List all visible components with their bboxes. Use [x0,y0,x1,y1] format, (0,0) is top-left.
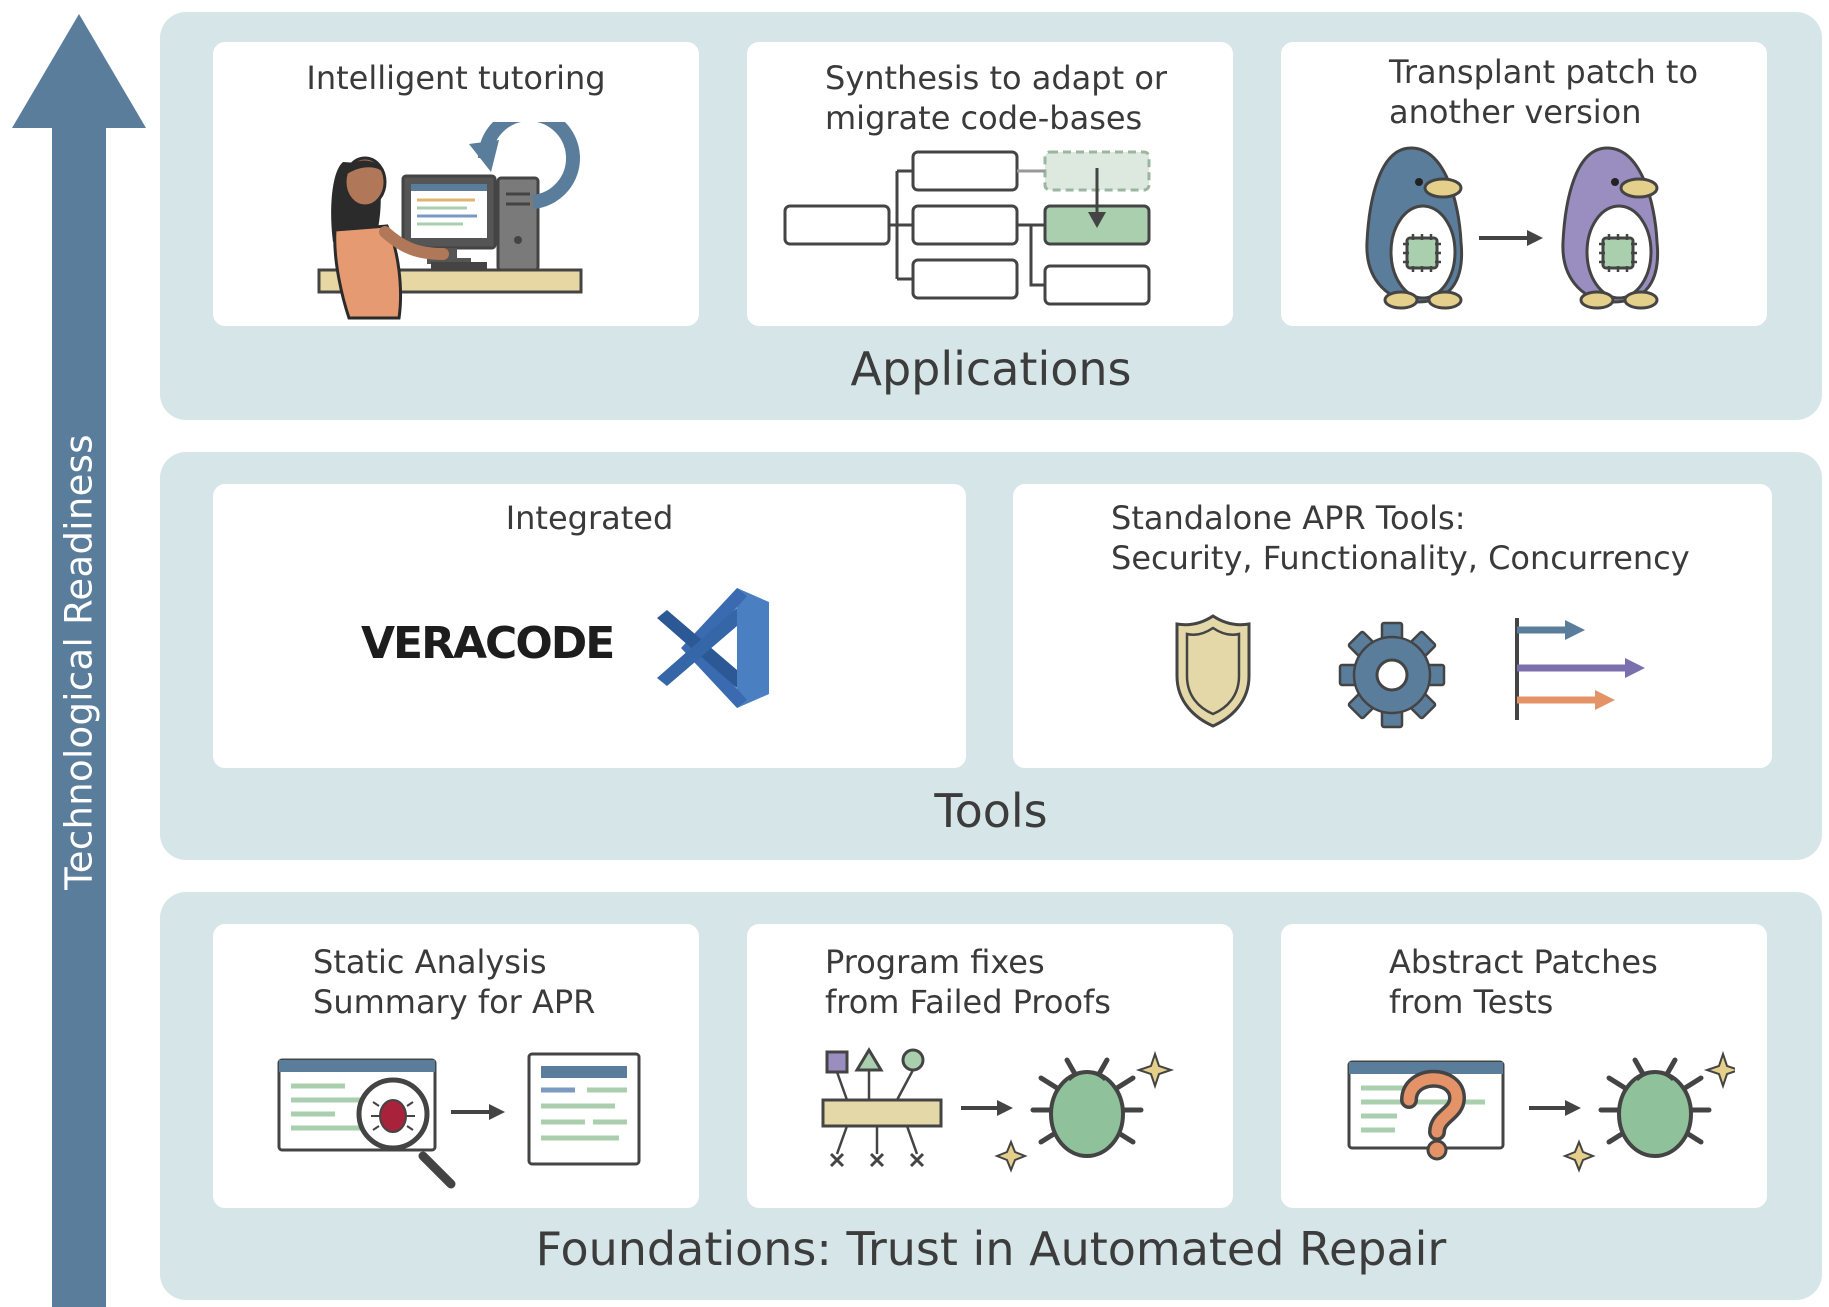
card-title: Integrated [505,499,674,537]
tier-tools: Integrated VERACODE Standalone APR Tools… [160,452,1822,860]
student-at-computer-icon [317,122,583,320]
card-title-line-2: from Failed Proofs [825,983,1111,1021]
tier-foundations: Static Analysis Summary for APR Pro [160,892,1822,1300]
abstract-patches-icon [1347,1050,1735,1173]
card-title-line-2: Security, Functionality, Concurrency [1111,539,1690,577]
card-transplant: Transplant patch to another version [1281,42,1767,326]
card-title-line-2: migrate code-bases [825,99,1143,137]
tier-title: Applications [850,342,1132,396]
card-abstract-patches: Abstract Patches from Tests [1281,924,1767,1208]
card-title-line-1: Program fixes [825,943,1045,981]
vscode-logo-icon [657,588,769,708]
card-title-line-1: Synthesis to adapt or [825,59,1168,97]
card-title-line-1: Transplant patch to [1389,53,1699,91]
static-analysis-icon [277,1052,641,1189]
failed-proofs-icon [821,1047,1175,1173]
card-title-line-2: another version [1389,93,1642,131]
card-title-line-1: Abstract Patches [1389,943,1658,981]
tier-title: Foundations: Trust in Automated Repair [535,1222,1447,1276]
shield-icon [1175,614,1251,728]
card-title-line-1: Static Analysis [313,943,547,981]
axis-label: Technological Readiness [57,434,101,890]
code-structure-diagram-icon [783,150,1151,306]
penguin-transplant-icon [1365,146,1660,310]
card-synthesis: Synthesis to adapt or migrate code-bases [747,42,1233,326]
card-integrated: Integrated VERACODE [213,484,966,768]
tier-title: Tools [934,784,1048,838]
veracode-logo: VERACODE [361,618,615,669]
card-failed-proofs: Program fixes from Failed Proofs [747,924,1233,1208]
concurrency-arrows-icon [1515,618,1645,720]
card-title: Intelligent tutoring [306,59,606,97]
readiness-arrow [12,14,146,1307]
card-title-line-1: Standalone APR Tools: [1111,499,1466,537]
card-standalone-apr: Standalone APR Tools: Security, Function… [1013,484,1772,768]
card-intelligent-tutoring: Intelligent tutoring [213,42,699,326]
card-static-analysis: Static Analysis Summary for APR [213,924,699,1208]
tier-applications: Intelligent tutoring [160,12,1822,420]
card-title-line-2: Summary for APR [313,983,596,1021]
card-title-line-2: from Tests [1389,983,1554,1021]
gear-icon [1338,621,1446,729]
